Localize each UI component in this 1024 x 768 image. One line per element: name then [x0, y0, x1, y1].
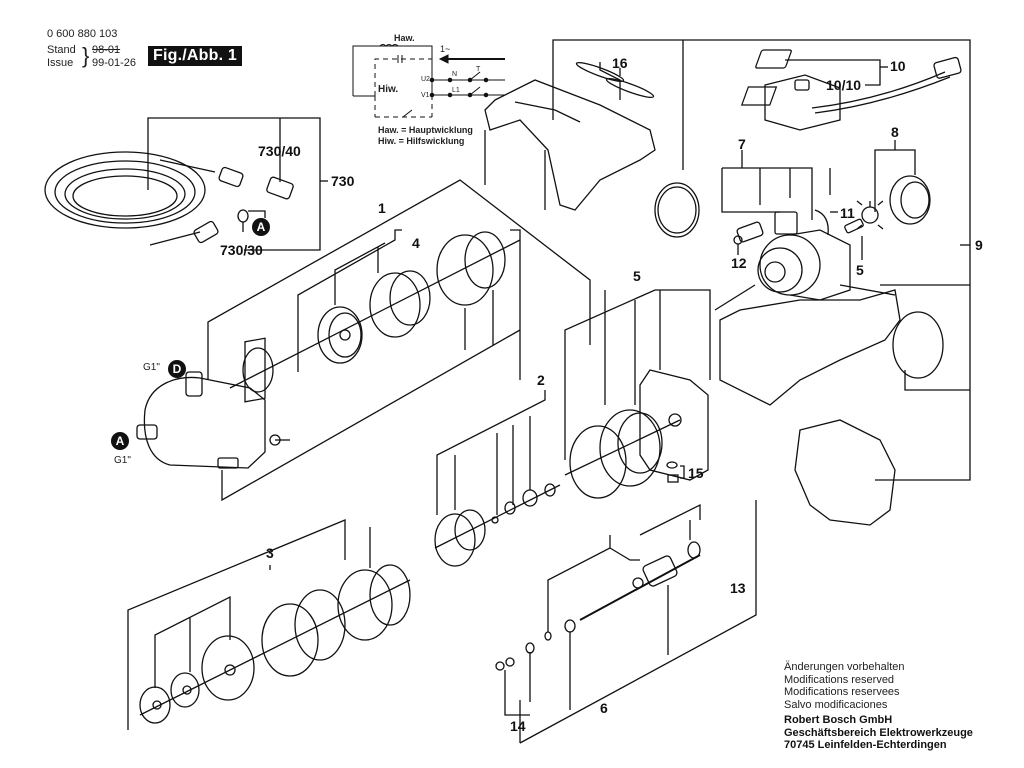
- footer-company: Robert Bosch GmbH: [784, 714, 893, 726]
- wiring-terminal-v: V1: [421, 92, 430, 99]
- diffuser-assembly: [564, 289, 711, 499]
- wiring-legend-hiw: Hiw. = Hilfswicklung: [378, 136, 465, 146]
- callout-730-40[interactable]: 730/40: [258, 143, 301, 159]
- wiring-line-l: L1: [452, 87, 460, 94]
- wiring-hiw: Hiw.: [378, 84, 399, 95]
- footer-address: 70745 Leinfelden-Echterdingen: [784, 739, 947, 751]
- connection-a-badge-hose: A: [252, 218, 270, 236]
- callout-5-screw[interactable]: 5: [856, 262, 864, 278]
- callout-4[interactable]: 4: [412, 235, 420, 251]
- callout-15[interactable]: 15: [688, 465, 704, 481]
- wiring-supply: 1~: [440, 44, 451, 54]
- callout-14[interactable]: 14: [510, 718, 526, 734]
- figure-label: Fig./Abb. 1: [148, 46, 242, 66]
- wiring-legend-haw: Haw. = Hauptwicklung: [378, 125, 473, 135]
- impeller-stage-3: [127, 519, 411, 730]
- footer-division: Geschäftsbereich Elektrowerkzeuge: [784, 726, 973, 739]
- callout-7[interactable]: 7: [738, 136, 746, 152]
- motor-assembly: [654, 49, 962, 311]
- wiring-diagram: [352, 44, 505, 118]
- footer-line-de: Änderungen vorbehalten: [784, 661, 905, 673]
- connection-a-badge-inlet: A: [111, 432, 129, 450]
- part-number: 0 600 880 103: [47, 28, 118, 40]
- impeller-stage-1: [229, 229, 521, 389]
- footer-line-fr: Modifications reservees: [784, 686, 900, 698]
- issue-value: 99-01-26: [92, 57, 137, 69]
- motor-shaft-assembly: [495, 500, 757, 744]
- callout-3[interactable]: 3: [266, 545, 274, 561]
- wiring-switch-t: T: [476, 66, 481, 73]
- callout-13[interactable]: 13: [730, 580, 746, 596]
- connection-d-badge: D: [168, 360, 186, 378]
- callout-2[interactable]: 2: [537, 372, 545, 388]
- callout-12[interactable]: 12: [731, 255, 747, 271]
- motor-cover: [484, 39, 971, 481]
- hose-assembly: [44, 117, 328, 251]
- callout-5-diffuser[interactable]: 5: [633, 268, 641, 284]
- footer-line-es: Salvo modificaciones: [784, 698, 888, 711]
- callout-16[interactable]: 16: [612, 55, 628, 71]
- callout-10[interactable]: 10: [890, 58, 906, 74]
- wiring-line-n: N: [452, 71, 458, 78]
- callout-730-30[interactable]: 730/30: [220, 242, 263, 258]
- wiring-haw: Haw.: [394, 33, 415, 43]
- callout-11[interactable]: 11: [840, 205, 855, 221]
- footer-notice: Änderungen vorbehalten Modifications res…: [784, 661, 973, 752]
- stand-value: 98-01: [92, 44, 121, 56]
- callout-8[interactable]: 8: [891, 124, 899, 140]
- pump-housing: [136, 179, 591, 502]
- callout-1[interactable]: 1: [378, 200, 386, 216]
- motor-base: [719, 244, 970, 526]
- brace-icon: }: [82, 43, 90, 68]
- outlet-thread-label: G1": [143, 362, 160, 373]
- footer-line-en: Modifications reserved: [784, 673, 895, 686]
- callout-6[interactable]: 6: [600, 700, 608, 716]
- callout-9[interactable]: 9: [975, 237, 983, 253]
- inlet-thread-label: G1": [114, 455, 131, 466]
- shaft-seal-parts: [434, 390, 561, 567]
- callout-10-10[interactable]: 10/10: [826, 77, 862, 93]
- issue-label: Issue: [47, 57, 74, 69]
- wiring-terminal-u: U2: [421, 76, 430, 83]
- callout-730[interactable]: 730: [331, 173, 355, 189]
- stand-label: Stand: [47, 44, 76, 56]
